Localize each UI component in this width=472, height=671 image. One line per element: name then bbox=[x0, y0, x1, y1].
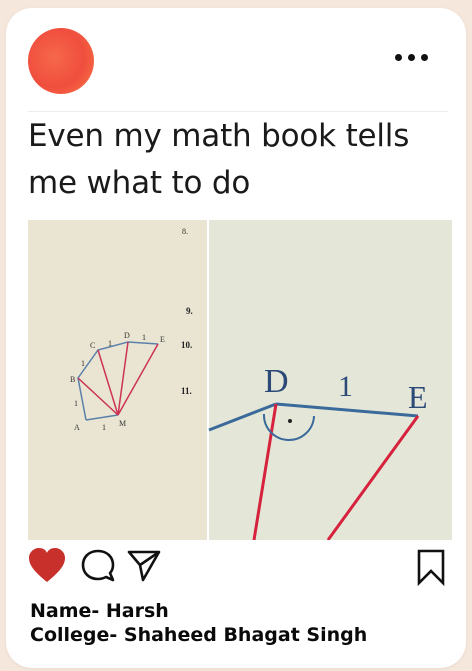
bookmark-icon[interactable] bbox=[416, 548, 446, 586]
header-divider bbox=[28, 111, 448, 112]
comment-icon[interactable] bbox=[80, 548, 116, 584]
small-figure: A 1 B 1 C 1 D 1 E 1 M bbox=[70, 331, 165, 432]
label-b: B bbox=[70, 375, 75, 384]
svg-text:11.: 11. bbox=[181, 386, 192, 396]
svg-text:1: 1 bbox=[74, 399, 78, 408]
post-footer: Name- Harsh College- Shaheed Bhagat Sing… bbox=[30, 599, 367, 647]
zoom-label-one: 1 bbox=[338, 370, 353, 403]
avatar[interactable] bbox=[28, 28, 94, 94]
zoomed-figure: D 1 E bbox=[208, 363, 428, 540]
label-e: E bbox=[160, 335, 165, 344]
label-m: M bbox=[119, 419, 126, 428]
author-name: Name- Harsh bbox=[30, 600, 169, 622]
svg-text:8.: 8. bbox=[182, 227, 188, 236]
action-bar bbox=[28, 548, 448, 588]
post-card: Even my math book tells me what to do A … bbox=[6, 8, 466, 668]
svg-text:9.: 9. bbox=[186, 306, 193, 316]
svg-text:10.: 10. bbox=[181, 340, 192, 350]
author-college: College- Shaheed Bhagat Singh bbox=[30, 624, 368, 646]
label-d: D bbox=[124, 331, 130, 340]
svg-text:1: 1 bbox=[142, 333, 146, 342]
zoom-label-e: E bbox=[408, 379, 428, 415]
post-caption: Even my math book tells me what to do bbox=[28, 118, 410, 201]
heart-icon[interactable] bbox=[28, 548, 66, 584]
zoom-label-d: D bbox=[264, 363, 289, 400]
label-a: A bbox=[74, 423, 80, 432]
post-image: A 1 B 1 C 1 D 1 E 1 M 8. 9. 10. 11. bbox=[28, 220, 452, 540]
svg-text:1: 1 bbox=[81, 359, 85, 368]
label-c: C bbox=[90, 341, 95, 350]
more-options-icon[interactable] bbox=[395, 54, 428, 61]
svg-text:1: 1 bbox=[102, 423, 106, 432]
send-icon[interactable] bbox=[126, 548, 162, 584]
svg-text:1: 1 bbox=[108, 339, 112, 348]
